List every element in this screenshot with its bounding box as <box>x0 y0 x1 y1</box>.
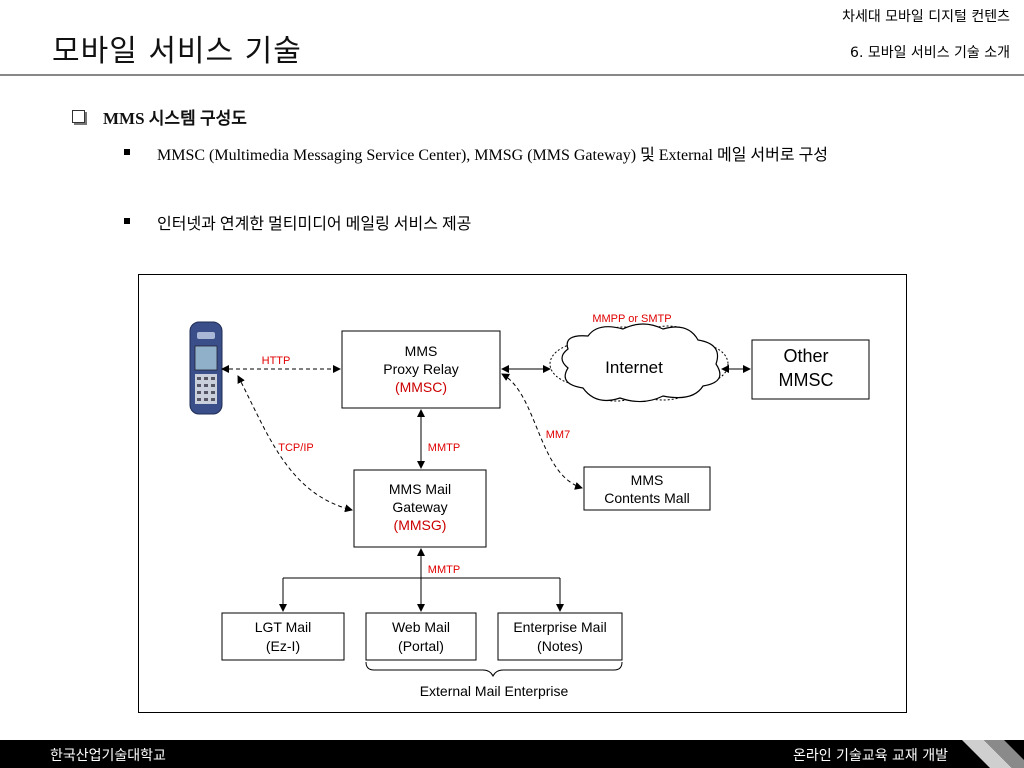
internet-label: Internet <box>605 358 663 377</box>
edge-label-http: HTTP <box>262 355 291 367</box>
edge-label-mm7: MM7 <box>546 429 570 441</box>
square-bullet-icon <box>124 218 130 224</box>
node-lgt-mail: LGT Mail (Ez-I) <box>221 612 345 661</box>
group-label: External Mail Enterprise <box>420 683 569 699</box>
edge-label-mmtp-lower: MMTP <box>428 564 460 576</box>
node-label: MMSC <box>779 370 834 390</box>
node-label: (MMSG) <box>394 517 447 533</box>
node-other-mmsc: Other MMSC <box>751 339 870 400</box>
footer-project: 온라인 기술교육 교재 개발 <box>792 748 948 764</box>
node-label: Proxy Relay <box>383 361 458 377</box>
bullet-text: MMSC (Multimedia Messaging Service Cente… <box>157 147 829 164</box>
node-label: Gateway <box>392 499 447 515</box>
bullet-item: MMSC (Multimedia Messaging Service Cente… <box>124 143 944 195</box>
footer-decoration-icon <box>962 740 1024 768</box>
square-bullet-icon <box>124 149 130 155</box>
node-label: MMS Mail <box>389 481 451 497</box>
node-label: (Notes) <box>537 638 583 654</box>
edge-label-mmpp-smtp: MMPP or SMTP <box>592 313 671 325</box>
header-divider <box>0 74 1024 76</box>
node-enterprise-mail: Enterprise Mail (Notes) <box>497 612 623 661</box>
mobile-phone-icon <box>189 321 223 415</box>
edge-label-mmtp-upper: MMTP <box>428 442 460 454</box>
course-title: 차세대 모바일 디지털 컨텐츠 <box>842 9 1010 25</box>
slide-title: 모바일 서비스 기술 <box>52 34 302 69</box>
section-heading-text: MMS 시스템 구성도 <box>103 109 247 128</box>
internet-cloud-icon: Internet <box>549 323 729 403</box>
footer-university: 한국산업기술대학교 <box>50 748 166 764</box>
node-label: MMS <box>631 472 664 488</box>
node-proxy-relay: MMS Proxy Relay (MMSC) <box>341 330 501 409</box>
node-label: Other <box>783 346 828 366</box>
tcpip-connector <box>237 375 353 513</box>
node-web-mail: Web Mail (Portal) <box>365 612 477 661</box>
checkbox-bullet-icon <box>72 110 85 123</box>
edge-label-tcpip: TCP/IP <box>278 442 313 454</box>
bullet-item: 인터넷과 연계한 멀티미디어 메일링 서비스 제공 <box>124 212 944 238</box>
node-label: (MMSC) <box>395 379 447 395</box>
bullet-text: 인터넷과 연계한 멀티미디어 메일링 서비스 제공 <box>157 216 472 233</box>
node-contents-mall: MMS Contents Mall <box>583 466 711 511</box>
mm7-connector <box>501 373 583 490</box>
section-heading: MMS 시스템 구성도 <box>72 104 247 129</box>
section-title: 6. 모바일 서비스 기술 소개 <box>850 45 1010 61</box>
node-label: LGT Mail <box>255 619 312 635</box>
footer-bar <box>0 740 1024 768</box>
mms-architecture-diagram: MMS Proxy Relay (MMSC) Other MMSC MMS Co… <box>138 274 907 713</box>
mail-distribution-lines <box>279 577 564 612</box>
node-label: (Portal) <box>398 638 444 654</box>
node-label: Enterprise Mail <box>513 619 606 635</box>
node-label: MMS <box>405 343 438 359</box>
node-label: Web Mail <box>392 619 450 635</box>
group-brace <box>365 661 623 678</box>
node-label: (Ez-I) <box>266 638 300 654</box>
node-label: Contents Mall <box>604 490 690 506</box>
node-mail-gateway: MMS Mail Gateway (MMSG) <box>353 469 487 548</box>
